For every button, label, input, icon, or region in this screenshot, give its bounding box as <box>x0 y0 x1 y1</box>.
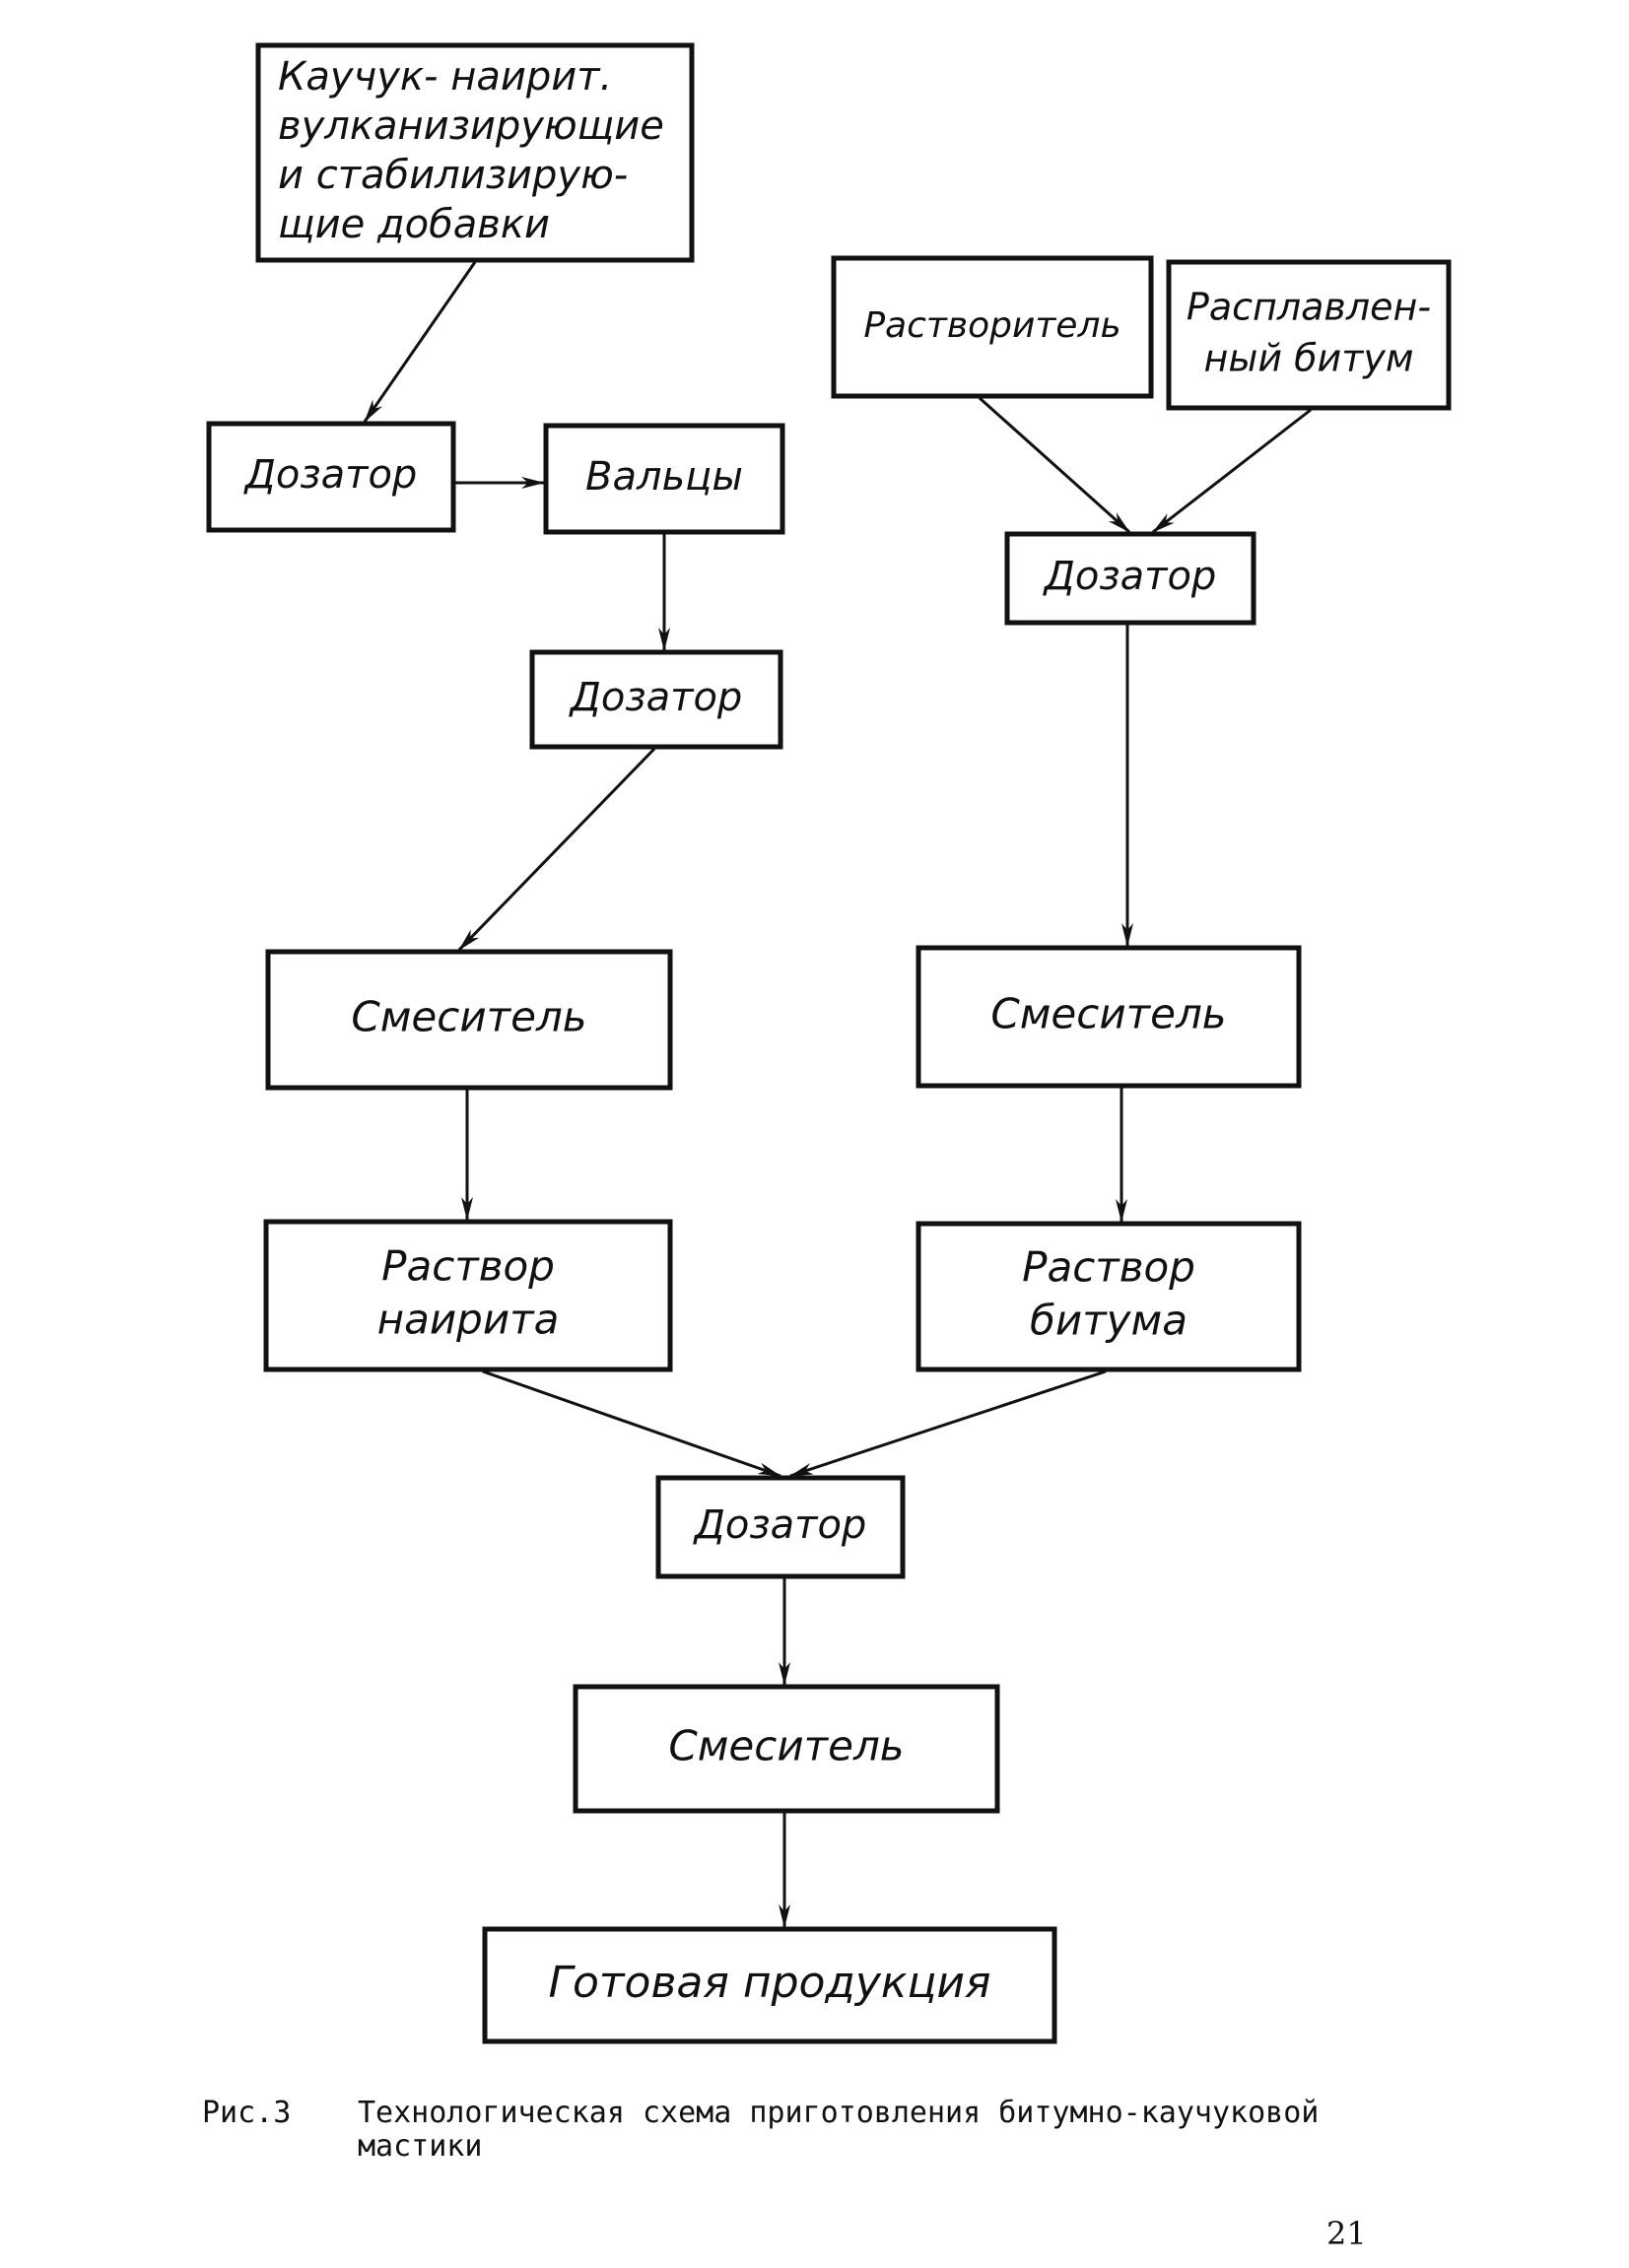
mixer-2-box <box>916 945 1302 1089</box>
finished-product-box <box>482 1926 1057 2044</box>
figure-caption-text: Технологическая схема приготовления биту… <box>358 2096 1320 2164</box>
dosing-4-box <box>655 1475 906 1579</box>
dosing-2-label-line: Дозатор <box>569 675 743 720</box>
finished-product-label-line: Готовая продукция <box>548 1958 990 2008</box>
bitumen-solution-label-line: Раствор <box>1022 1243 1195 1292</box>
bitumen-solution-label-line: битума <box>1030 1297 1188 1345</box>
solvent-label-line: Растворитель <box>863 305 1120 346</box>
arrow-molten-bitumen-to-dosing-3 <box>1152 408 1312 534</box>
solvent-box <box>831 255 1154 399</box>
molten-bitumen-label-line: Расплавлен- <box>1187 286 1431 329</box>
dosing-3-node: Дозатор <box>1004 531 1256 626</box>
dosing-1-box <box>206 421 456 533</box>
raw-materials-label-line: Каучук- наирит. <box>278 54 612 100</box>
dosing-4-label-line: Дозатор <box>693 1502 867 1548</box>
raw-materials-label-line: вулканизирующие <box>278 103 664 149</box>
finished-product-node: Готовая продукция <box>482 1926 1057 2044</box>
arrow-raw-materials-to-dosing-1 <box>363 261 477 423</box>
mixer-1-node: Смеситель <box>265 949 673 1091</box>
molten-bitumen-node: Расплавлен-ный битум <box>1166 259 1452 411</box>
mixer-1-box <box>265 949 673 1091</box>
nairit-solution-node: Раствор наирита <box>263 1219 673 1372</box>
rollers-box <box>543 423 785 535</box>
arrow-bitumen-solution-to-dosing-4 <box>789 1369 1107 1478</box>
dosing-4-node: Дозатор <box>655 1475 906 1579</box>
mixer-3-label-line: Смеситель <box>668 1722 904 1770</box>
solvent-node: Растворитель <box>831 255 1154 399</box>
mixer-1-label-line: Смеситель <box>351 993 586 1041</box>
dosing-1-label-line: Дозатор <box>243 452 418 498</box>
dosing-2-box <box>529 649 783 750</box>
bitumen-solution-node: Раствор битума <box>916 1221 1302 1372</box>
nairit-solution-box <box>263 1219 673 1372</box>
mixer-3-box <box>573 1684 1000 1814</box>
dosing-3-label-line: Дозатор <box>1043 554 1217 599</box>
arrow-dosing-2-to-mixer-1 <box>457 747 656 952</box>
dosing-1-node: Дозатор <box>206 421 456 533</box>
mixer-3-node: Смеситель <box>573 1684 1000 1814</box>
raw-materials-label-line: щие добавки <box>278 202 550 247</box>
arrow-nairit-solution-to-dosing-4 <box>482 1369 781 1478</box>
raw-materials-label-line: и стабилизирую- <box>278 153 628 198</box>
nairit-solution-label-line: Раствор <box>381 1242 555 1291</box>
raw-materials-box <box>255 42 695 263</box>
dosing-2-node: Дозатор <box>529 649 783 750</box>
rollers-label-line: Вальцы <box>585 454 743 500</box>
figure-label: Рис.3 <box>202 2096 292 2130</box>
rollers-node: Вальцы <box>543 423 785 535</box>
molten-bitumen-box <box>1166 259 1452 411</box>
dosing-3-box <box>1004 531 1256 626</box>
nairit-solution-label-line: наирита <box>377 1296 560 1344</box>
mixer-2-label-line: Смеситель <box>990 990 1226 1038</box>
mixer-2-node: Смеситель <box>916 945 1302 1089</box>
arrow-solvent-to-dosing-3 <box>978 396 1131 534</box>
bitumen-solution-box <box>916 1221 1302 1372</box>
molten-bitumen-label-line: ный битум <box>1203 337 1413 380</box>
page-number: 21 <box>1326 2215 1367 2252</box>
